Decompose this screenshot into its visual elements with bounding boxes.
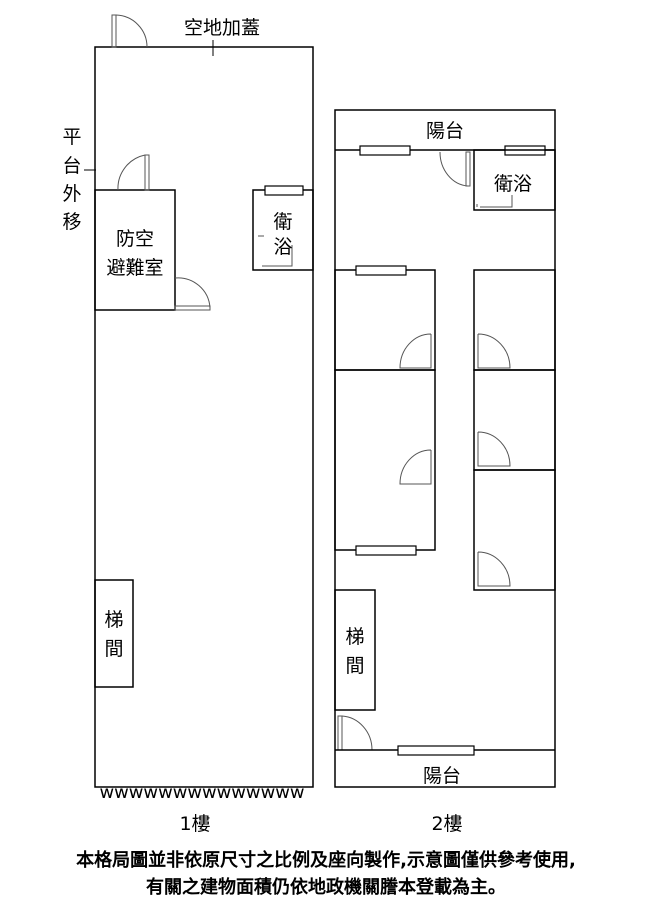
stair-label-1: 梯 xyxy=(104,609,123,631)
door-icon xyxy=(258,235,293,267)
window-icon xyxy=(264,185,304,196)
stairwell-1f xyxy=(94,579,134,688)
stair-label-1: 梯 xyxy=(345,626,364,648)
door-icon xyxy=(476,195,513,208)
floor-1-plan: 空地加蓋 平 台 外 移 防空 避難室 衛 浴 梯 間 w xyxy=(62,14,314,835)
window-icon xyxy=(397,745,475,756)
door-icon xyxy=(477,431,511,467)
balcony-top-label: 陽台 xyxy=(426,120,464,142)
air-raid-shelter-room xyxy=(94,189,176,311)
shelter-label-2: 避難室 xyxy=(106,257,163,279)
door-icon xyxy=(477,333,511,369)
disclaimer-line-2: 有關之建物面積仍依地政機關謄本登載為主。 xyxy=(146,876,506,898)
stair-label-2: 間 xyxy=(345,655,364,677)
floor-1-outline xyxy=(94,46,314,788)
window-icon xyxy=(355,265,407,276)
room xyxy=(473,469,556,591)
door-icon xyxy=(399,333,432,369)
bathroom-2f-label: 衛浴 xyxy=(494,173,532,195)
room xyxy=(334,369,436,551)
window-icon xyxy=(359,145,411,156)
open-space-addition-label: 空地加蓋 xyxy=(184,17,260,39)
balcony-bottom-label: 陽台 xyxy=(423,765,461,787)
room xyxy=(334,269,436,371)
svg-text:台: 台 xyxy=(62,155,81,177)
door-icon xyxy=(477,551,511,587)
open-edge-wave: wwwwwwwwwwwwww xyxy=(100,783,305,803)
room xyxy=(473,369,556,471)
bathroom-2f xyxy=(473,149,556,211)
svg-text:平: 平 xyxy=(62,126,81,148)
door-icon xyxy=(111,14,148,48)
bathroom-label-2: 浴 xyxy=(273,236,292,258)
door-icon xyxy=(174,277,211,311)
svg-text:移: 移 xyxy=(62,211,81,233)
bathroom-label-1: 衛 xyxy=(273,211,292,233)
floor-2-caption: 2樓 xyxy=(431,813,462,835)
floor-2-plan: 陽台 衛浴 梯 間 陽台 2樓 xyxy=(334,109,556,835)
svg-text:外: 外 xyxy=(62,183,81,205)
door-icon xyxy=(439,151,471,187)
window-icon xyxy=(355,545,417,556)
door-icon xyxy=(117,154,150,191)
floor-1-caption: 1樓 xyxy=(179,813,210,835)
disclaimer-line-1: 本格局圖並非依原尺寸之比例及座向製作,示意圖僅供參考使用, xyxy=(76,849,576,871)
door-icon xyxy=(399,449,432,485)
platform-relocated-label: 平 台 外 移 xyxy=(62,126,96,233)
floor-2-outline xyxy=(334,109,556,788)
room xyxy=(473,269,556,371)
door-icon xyxy=(337,715,373,751)
stairwell-2f xyxy=(334,589,376,711)
shelter-label-1: 防空 xyxy=(116,228,154,250)
stair-label-2: 間 xyxy=(104,638,123,660)
